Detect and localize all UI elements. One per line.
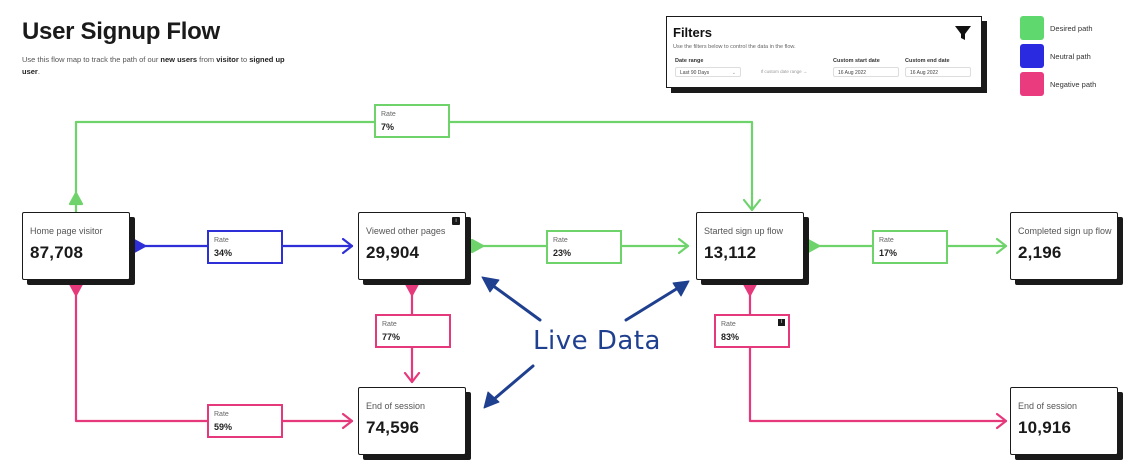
annotation-arrow-started (624, 286, 680, 322)
filters-panel: Filters Use the filters below to control… (666, 16, 982, 88)
node-value: 2,196 (1018, 243, 1062, 262)
node-label: End of session (366, 401, 426, 411)
arrowhead-started-end (995, 412, 1008, 430)
dot-home-down (68, 282, 84, 297)
custom-start-input[interactable]: 16 Aug 2022 (833, 67, 899, 77)
node-viewed-other-pages[interactable]: Viewed other pages 29,904 i (358, 212, 466, 280)
annotation-arrow-viewed (490, 283, 542, 322)
node-value: 13,112 (704, 243, 757, 262)
page-description: Use this flow map to track the path of o… (22, 55, 285, 76)
dot-viewed-down (404, 282, 420, 297)
node-value: 87,708 (30, 243, 84, 262)
filters-title: Filters (673, 25, 713, 40)
node-completed-sign-up-flow[interactable]: Completed sign up flow 2,196 (1010, 212, 1118, 280)
node-end-of-session-1[interactable]: End of session 74,596 (358, 387, 466, 455)
connector-home-end (74, 282, 354, 423)
rate-value: 34% (214, 248, 233, 258)
node-value: 74,596 (366, 418, 420, 437)
custom-end-input[interactable]: 16 Aug 2022 (905, 67, 971, 77)
arrow-home-top (68, 191, 84, 206)
funnel-icon[interactable] (955, 25, 971, 41)
rate-label: Rate (214, 237, 229, 244)
date-range-label: Date range (675, 58, 704, 64)
annotation-arrowhead-end (483, 391, 500, 409)
filters-description: Use the filters below to control the dat… (673, 44, 796, 50)
legend-label-desired: Desired path (1050, 24, 1093, 33)
legend-label-negative: Negative path (1050, 80, 1097, 89)
node-label: Started sign up flow (704, 226, 784, 236)
dot-started-down (742, 282, 758, 297)
rate-value: 7% (381, 122, 395, 132)
arrowhead-home-end (341, 412, 354, 430)
node-value: 10,916 (1018, 418, 1072, 437)
node-end-of-session-2[interactable]: End of session 10,916 (1010, 387, 1118, 455)
node-label: Home page visitor (30, 226, 103, 236)
rate-box-viewed-end[interactable]: Rate 77% (375, 314, 451, 348)
legend-swatch-negative (1020, 72, 1044, 96)
page-title: User Signup Flow (22, 18, 220, 45)
rate-label: Rate (721, 321, 736, 328)
arrow-right-icon: → (802, 69, 808, 74)
custom-range-hint: If custom date range → (760, 69, 808, 74)
rate-value: 23% (553, 248, 572, 258)
node-home-page-visitor[interactable]: Home page visitor 87,708 (22, 212, 130, 280)
node-label: Completed sign up flow (1018, 226, 1112, 236)
dot-started-out (806, 238, 821, 254)
info-badge-icon[interactable]: i (778, 319, 785, 326)
arrowhead-viewed-end (403, 371, 421, 384)
chevron-down-icon: ⌄ (731, 70, 736, 76)
rate-box-home-end[interactable]: Rate 59% (207, 404, 283, 438)
rate-label: Rate (553, 237, 568, 244)
rate-box-top[interactable]: Rate 7% (374, 104, 450, 138)
annotation-arrow-end (491, 364, 535, 402)
rate-label: Rate (382, 321, 397, 328)
arrowhead-top-started (742, 198, 762, 212)
legend-label-neutral: Neutral path (1050, 52, 1091, 61)
rate-label: Rate (879, 237, 894, 244)
annotation-arrowhead-started (672, 280, 690, 297)
arrowhead-home-viewed (341, 237, 354, 255)
custom-end-label: Custom end date (905, 58, 950, 64)
annotation-arrowhead-viewed (481, 276, 500, 293)
info-badge-icon[interactable]: i (452, 217, 460, 225)
custom-start-label: Custom start date (833, 58, 880, 64)
rate-value: 77% (382, 332, 401, 342)
rate-box-started-completed[interactable]: Rate 17% (872, 230, 948, 264)
connector-started-end (748, 282, 1008, 423)
rate-value: 17% (879, 248, 898, 258)
rate-label: Rate (214, 411, 229, 418)
dot-viewed-out (470, 238, 485, 254)
node-value: 29,904 (366, 243, 420, 262)
legend-swatch-desired (1020, 16, 1044, 40)
rate-box-started-end[interactable]: Rate 83% i (714, 314, 790, 348)
rate-value: 59% (214, 422, 233, 432)
rate-box-home-viewed[interactable]: Rate 34% (207, 230, 283, 264)
rate-box-viewed-started[interactable]: Rate 23% (546, 230, 622, 264)
date-range-select[interactable]: Last 90 Days⌄ (675, 67, 741, 77)
live-data-annotation: Live Data (533, 326, 661, 356)
arrowhead-started-completed (995, 237, 1008, 255)
dot-home-out (132, 238, 147, 254)
node-label: Viewed other pages (366, 226, 446, 236)
rate-label: Rate (381, 111, 396, 118)
arrowhead-viewed-started (677, 237, 690, 255)
rate-value: 83% (721, 332, 740, 342)
node-started-sign-up-flow[interactable]: Started sign up flow 13,112 (696, 212, 804, 280)
legend-swatch-neutral (1020, 44, 1044, 68)
node-label: End of session (1018, 401, 1078, 411)
